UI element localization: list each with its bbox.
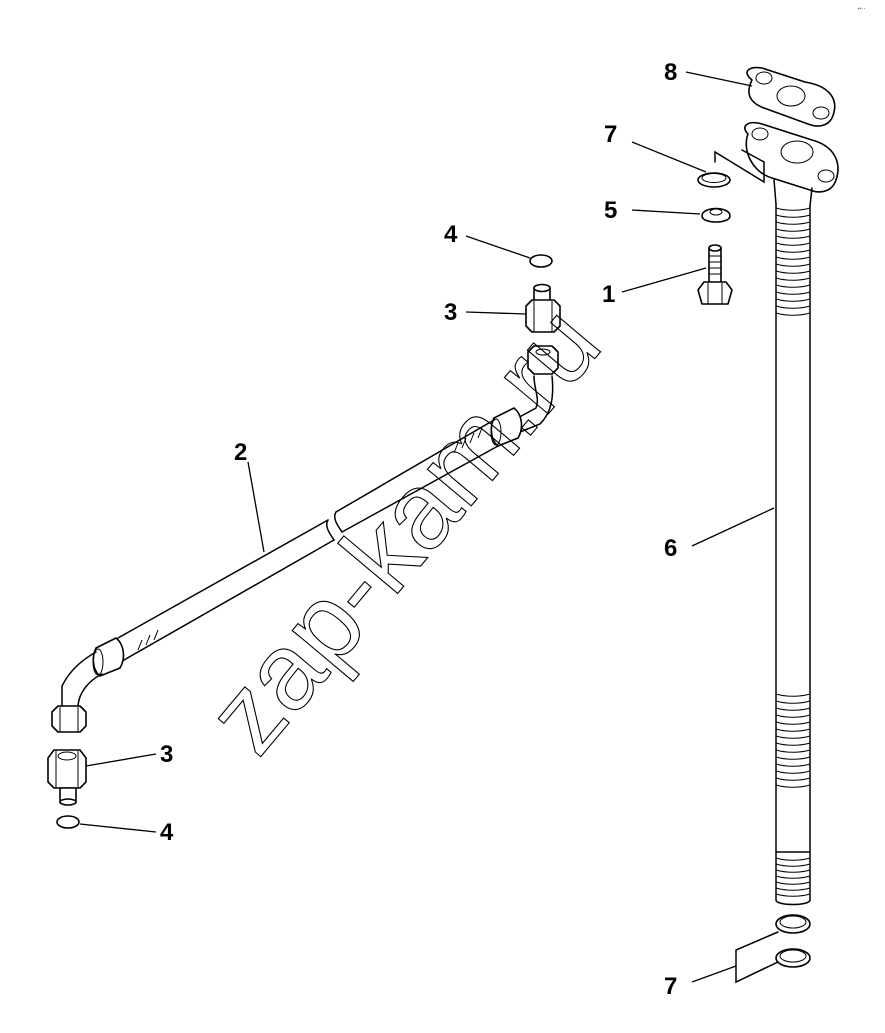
callout-4-top: 4 [444, 221, 458, 248]
watermark: zap-kam.ru [183, 283, 623, 775]
tube-rib [775, 263, 811, 267]
tube-rib [775, 235, 811, 239]
tube-rib [775, 784, 811, 788]
tube-rib [775, 207, 811, 211]
callout-3-bottom: 3 [160, 741, 173, 768]
callout-7-top: 7 [604, 121, 617, 148]
tube-part-6 [744, 121, 839, 906]
tube-rib [775, 270, 811, 274]
callout-labels: 8 7 5 1 4 3 2 6 3 4 7 [160, 59, 677, 1000]
tube-rib [775, 284, 811, 288]
tube-rib [775, 857, 811, 861]
tube-rib [775, 863, 811, 867]
tube-rib [775, 707, 811, 711]
tube-rib [775, 881, 811, 885]
tube-rib [775, 728, 811, 732]
tube-rib [775, 305, 811, 309]
callout-3-top: 3 [444, 299, 457, 326]
tube-rib [775, 763, 811, 767]
callout-6: 6 [664, 535, 677, 562]
tube-rib [775, 749, 811, 753]
tube-rib [775, 214, 811, 218]
hose-part-2 [51, 345, 559, 733]
tube-rib [775, 735, 811, 739]
tube-rib [775, 221, 811, 225]
tube-rib [775, 242, 811, 246]
callout-7-bottom: 7 [664, 973, 677, 1000]
tube-rib [775, 777, 811, 781]
tube-rib [775, 256, 811, 260]
callout-8: 8 [664, 59, 677, 86]
o-ring-part-4-bottom [56, 815, 80, 829]
tube-rib [775, 228, 811, 232]
tube-rib [775, 291, 811, 295]
callout-4-bottom: 4 [160, 819, 174, 846]
callout-5: 5 [604, 197, 617, 224]
tube-rib [775, 770, 811, 774]
tube-rib [775, 277, 811, 281]
corner-mark: ⌐·· [858, 6, 866, 12]
tube-rib [775, 756, 811, 760]
callout-1: 1 [602, 281, 615, 308]
tube-rib [775, 742, 811, 746]
tube-rib [775, 249, 811, 253]
tube-rib [775, 693, 811, 697]
callout-2: 2 [234, 439, 247, 466]
nut-part-3-bottom [47, 749, 87, 806]
connector-part-1 [697, 244, 733, 305]
tube-rib [775, 721, 811, 725]
tube-rib [775, 875, 811, 879]
tube-rib [775, 700, 811, 704]
o-ring-part-7-top [697, 149, 765, 188]
tube-rib [775, 312, 811, 316]
gasket-part-8 [746, 66, 836, 127]
leader-lines [79, 71, 775, 983]
o-ring-part-7-bottom [735, 914, 811, 984]
seat-part-5 [701, 207, 731, 223]
tube-rib [775, 714, 811, 718]
o-ring-part-4-top [529, 254, 553, 268]
tube-rib [775, 298, 811, 302]
tube-rib [775, 893, 811, 897]
nut-part-3-top [525, 283, 561, 333]
tube-rib [775, 887, 811, 891]
tube-rib [775, 869, 811, 873]
